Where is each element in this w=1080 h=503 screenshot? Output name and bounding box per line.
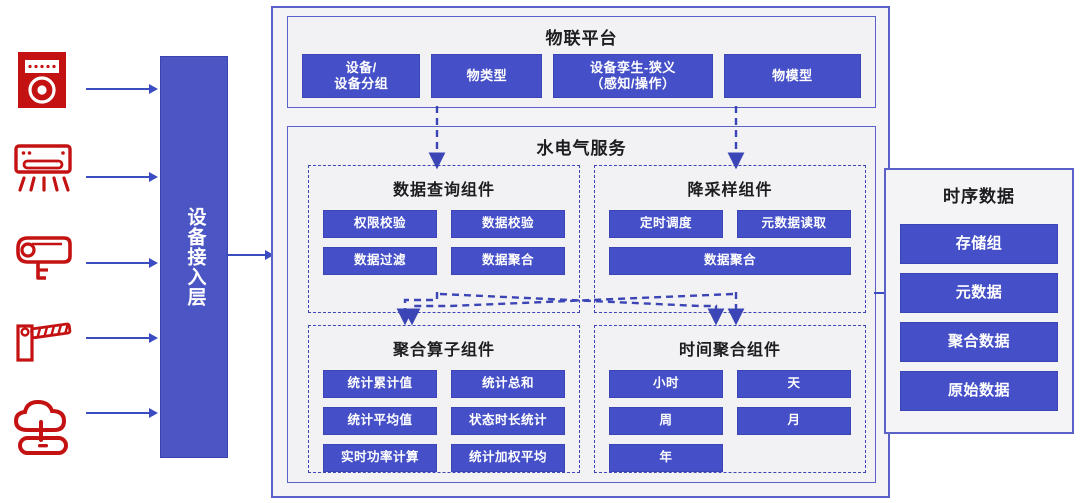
chip-storage-group[interactable]: 存储组	[900, 224, 1058, 264]
chip-downsample-aggregation[interactable]: 数据聚合	[609, 247, 851, 275]
chip-hour[interactable]: 小时	[609, 370, 723, 398]
chip-weighted-average[interactable]: 统计加权平均	[451, 444, 565, 472]
service-panel: 水电气服务 数据查询组件 权限校验 数据校验 数据过滤 数据聚合 降采样组件 定…	[287, 126, 876, 483]
group-downsample-title: 降采样组件	[687, 182, 773, 199]
device-access-layer-label: 设备接入层	[184, 207, 206, 307]
chip-state-duration[interactable]: 状态时长统计	[451, 407, 565, 435]
group-time-aggregate-items: 小时 天 周 月 年	[609, 370, 851, 472]
group-time-aggregate: 时间聚合组件 小时 天 周 月 年	[594, 325, 866, 473]
group-aggregate-operator: 聚合算子组件 统计累计值 统计总和 统计平均值 状态时长统计 实时功率计算 统计…	[308, 325, 580, 473]
chip-data-validation[interactable]: 数据校验	[451, 210, 565, 238]
arrow-device-3-to-access	[86, 258, 158, 268]
chip-metadata[interactable]: 元数据	[900, 273, 1058, 313]
arrow-device-2-to-access	[86, 172, 158, 182]
group-data-query-items: 权限校验 数据校验 数据过滤 数据聚合	[323, 210, 565, 302]
iot-platform-panel: 物联平台 设备/设备分组 物类型 设备孪生-狭义（感知/操作） 物模型	[287, 16, 876, 108]
chip-day[interactable]: 天	[737, 370, 851, 398]
chip-average-value[interactable]: 统计平均值	[323, 407, 437, 435]
chip-data-filter[interactable]: 数据过滤	[323, 247, 437, 275]
chip-realtime-power[interactable]: 实时功率计算	[323, 444, 437, 472]
service-title: 水电气服务	[536, 139, 627, 158]
group-data-query-title: 数据查询组件	[392, 182, 495, 199]
chip-month[interactable]: 月	[737, 407, 851, 435]
group-aggregate-operator-items: 统计累计值 统计总和 统计平均值 状态时长统计 实时功率计算 统计加权平均	[323, 370, 565, 472]
chip-scheduled-task[interactable]: 定时调度	[609, 210, 723, 238]
iot-platform-title: 物联平台	[545, 29, 618, 48]
group-time-aggregate-title: 时间聚合组件	[678, 342, 781, 359]
iot-chip-device-group[interactable]: 设备/设备分组	[302, 54, 421, 98]
iot-chip-thing-model[interactable]: 物模型	[723, 54, 861, 98]
chip-total-sum[interactable]: 统计总和	[451, 370, 565, 398]
platform-container: 物联平台 设备/设备分组 物类型 设备孪生-狭义（感知/操作） 物模型 水电气服…	[271, 6, 890, 498]
chip-raw-data[interactable]: 原始数据	[900, 371, 1058, 411]
iot-chip-thing-type[interactable]: 物类型	[431, 54, 543, 98]
chip-cumulative-value[interactable]: 统计累计值	[323, 370, 437, 398]
chip-data-aggregation[interactable]: 数据聚合	[451, 247, 565, 275]
chip-year[interactable]: 年	[609, 444, 723, 472]
arrow-device-4-to-access	[86, 333, 158, 343]
chip-permission-check[interactable]: 权限校验	[323, 210, 437, 238]
cctv-camera-icon	[8, 226, 80, 288]
chip-week[interactable]: 周	[609, 407, 723, 435]
cloud-gateway-icon	[8, 396, 80, 458]
parking-barrier-icon	[8, 310, 80, 372]
group-aggregate-operator-title: 聚合算子组件	[392, 342, 495, 359]
iot-chip-digital-twin[interactable]: 设备孪生-狭义（感知/操作）	[553, 54, 713, 98]
chip-aggregated-data[interactable]: 聚合数据	[900, 322, 1058, 362]
device-access-layer: 设备接入层	[160, 56, 228, 458]
arrow-access-to-platform	[226, 250, 274, 260]
timeseries-items: 存储组 元数据 聚合数据 原始数据	[900, 224, 1058, 411]
group-data-query: 数据查询组件 权限校验 数据校验 数据过滤 数据聚合	[308, 165, 580, 313]
device-icon-column	[8, 48, 94, 468]
group-downsample: 降采样组件 定时调度 元数据读取 数据聚合	[594, 165, 866, 313]
electric-meter-icon	[8, 50, 80, 112]
chip-metadata-read[interactable]: 元数据读取	[737, 210, 851, 238]
group-downsample-items: 定时调度 元数据读取 数据聚合	[609, 210, 851, 302]
arrow-device-5-to-access	[86, 408, 158, 418]
arrow-device-1-to-access	[86, 84, 158, 94]
timeseries-panel: 时序数据 存储组 元数据 聚合数据 原始数据	[884, 168, 1074, 434]
air-conditioner-icon	[8, 138, 80, 200]
iot-platform-items: 设备/设备分组 物类型 设备孪生-狭义（感知/操作） 物模型	[302, 54, 861, 98]
timeseries-title: 时序数据	[943, 187, 1015, 206]
